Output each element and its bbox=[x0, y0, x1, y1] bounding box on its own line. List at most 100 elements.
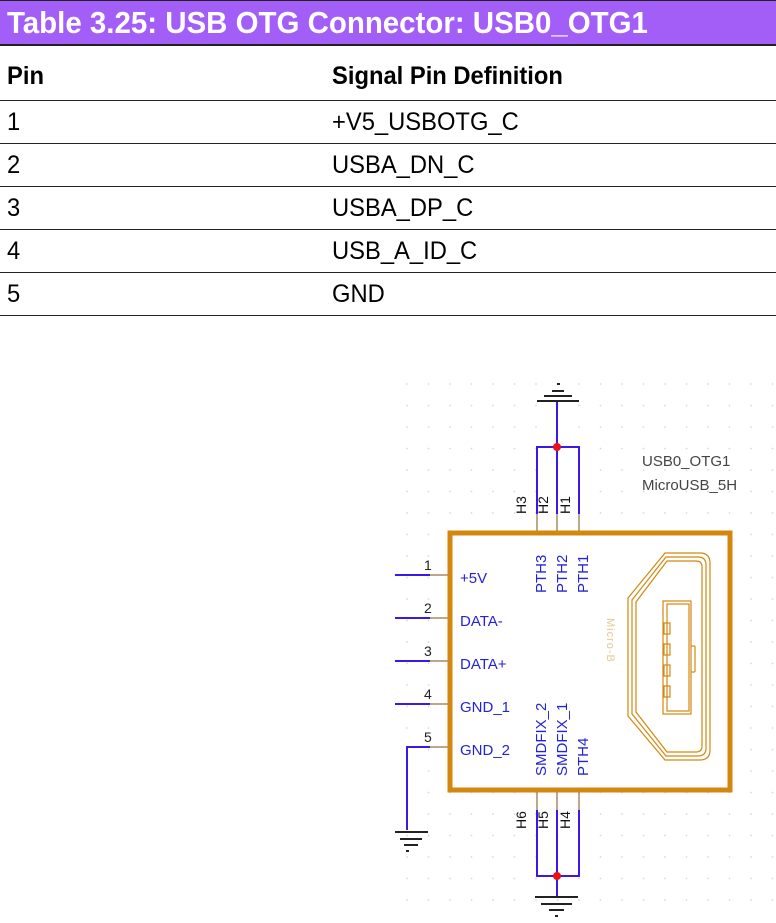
grid-dot bbox=[470, 856, 473, 858]
grid-dot bbox=[492, 383, 494, 385]
grid-dot bbox=[599, 426, 602, 428]
grid-dot bbox=[427, 662, 430, 665]
grid-dot bbox=[406, 598, 408, 600]
grid-dot bbox=[470, 404, 473, 407]
table-header-row: Pin Signal Pin Definition bbox=[0, 52, 776, 101]
grid-dot bbox=[470, 512, 473, 514]
grid-dot bbox=[664, 834, 666, 837]
left-pin-number: 4 bbox=[424, 686, 432, 702]
grid-dot bbox=[771, 770, 774, 772]
grid-dot bbox=[664, 426, 666, 428]
ground-left-icon bbox=[395, 831, 428, 852]
grid-dot bbox=[750, 899, 752, 901]
grid-dot bbox=[771, 469, 774, 471]
grid-dot bbox=[513, 512, 516, 514]
grid-dot bbox=[406, 404, 408, 407]
grid-dot bbox=[728, 877, 731, 880]
grid-dot bbox=[406, 899, 408, 901]
grid-dot bbox=[427, 576, 430, 579]
table-row: 3 USBA_DP_C bbox=[0, 186, 776, 230]
micro-usb-receptacle-icon bbox=[627, 552, 711, 761]
grid-dot bbox=[750, 619, 752, 622]
grid-dot bbox=[406, 619, 408, 622]
grid-dot bbox=[771, 834, 774, 837]
grid-dot bbox=[513, 426, 516, 428]
grid-dot bbox=[492, 899, 494, 901]
grid-dot bbox=[406, 684, 408, 686]
grid-dot bbox=[427, 404, 430, 407]
grid-dot bbox=[470, 877, 473, 880]
grid-dot bbox=[621, 834, 623, 837]
left-pin-number: 1 bbox=[424, 557, 432, 573]
grid-dot bbox=[728, 426, 731, 428]
bottom-pin-name: SMDFIX_2 bbox=[533, 703, 550, 776]
grid-dot bbox=[750, 555, 752, 557]
grid-dot bbox=[771, 533, 774, 536]
grid-dot bbox=[707, 447, 709, 450]
grid-dot bbox=[750, 791, 752, 794]
grid-dot bbox=[427, 469, 430, 471]
grid-dot bbox=[642, 490, 645, 493]
grid-dot bbox=[685, 877, 688, 880]
ref-designator: USB0_OTG1 bbox=[642, 453, 730, 470]
grid-dot bbox=[578, 899, 580, 901]
grid-dot bbox=[599, 813, 602, 815]
grid-dot bbox=[771, 791, 774, 794]
grid-dot bbox=[664, 383, 666, 385]
grid-dot bbox=[771, 705, 774, 708]
grid-dot bbox=[771, 856, 774, 858]
grid-dot bbox=[427, 426, 430, 428]
grid-dot bbox=[492, 856, 494, 858]
grid-dot bbox=[728, 404, 731, 407]
grid-dot bbox=[449, 469, 451, 471]
grid-dot bbox=[513, 447, 516, 450]
grid-dot bbox=[406, 856, 408, 858]
grid-dot bbox=[664, 856, 666, 858]
grid-dot bbox=[406, 834, 408, 837]
grid-dot bbox=[578, 877, 580, 880]
grid-dot bbox=[642, 383, 645, 385]
top-pin-stubs bbox=[536, 514, 580, 531]
grid-dot bbox=[449, 447, 451, 450]
top-pin-name: PTH3 bbox=[533, 555, 550, 593]
grid-dot bbox=[685, 383, 688, 385]
grid-dot bbox=[771, 748, 774, 751]
grid-dot bbox=[750, 877, 752, 880]
table-title: Table 3.25: USB OTG Connector: USB0_OTG1 bbox=[7, 5, 648, 40]
grid-dot bbox=[599, 404, 602, 407]
grid-dot bbox=[406, 877, 408, 880]
grid-dot bbox=[750, 748, 752, 751]
left-pin-name: GND_1 bbox=[460, 699, 510, 716]
grid-dot bbox=[750, 684, 752, 686]
grid-dot bbox=[406, 512, 408, 514]
grid-dot bbox=[599, 490, 602, 493]
grid-dot bbox=[427, 447, 430, 450]
grid-dot bbox=[771, 490, 774, 493]
grid-dot bbox=[449, 490, 451, 493]
grid-dot bbox=[771, 404, 774, 407]
grid-dot bbox=[685, 813, 688, 815]
grid-dot bbox=[406, 641, 408, 643]
grid-dot bbox=[750, 576, 752, 579]
top-pin-number: H2 bbox=[535, 496, 551, 514]
grid-dot bbox=[750, 447, 752, 450]
top-pin-number: H1 bbox=[557, 496, 573, 514]
grid-dot bbox=[449, 383, 451, 385]
grid-dot bbox=[750, 404, 752, 407]
grid-dot bbox=[427, 512, 430, 514]
grid-dot bbox=[685, 834, 688, 837]
grid-dot bbox=[707, 469, 709, 471]
grid-dot bbox=[750, 426, 752, 428]
grid-dot bbox=[427, 877, 430, 880]
grid-dot bbox=[427, 856, 430, 858]
grid-dot bbox=[535, 877, 537, 880]
grid-dot bbox=[642, 426, 645, 428]
table-row: 4 USB_A_ID_C bbox=[0, 229, 776, 273]
grid-dot bbox=[728, 899, 731, 901]
grid-dot bbox=[406, 555, 408, 557]
grid-dot bbox=[771, 447, 774, 450]
grid-dot bbox=[642, 813, 645, 815]
grid-dot bbox=[771, 813, 774, 815]
body-label: Micro-B bbox=[604, 618, 616, 663]
grid-dot bbox=[750, 662, 752, 665]
